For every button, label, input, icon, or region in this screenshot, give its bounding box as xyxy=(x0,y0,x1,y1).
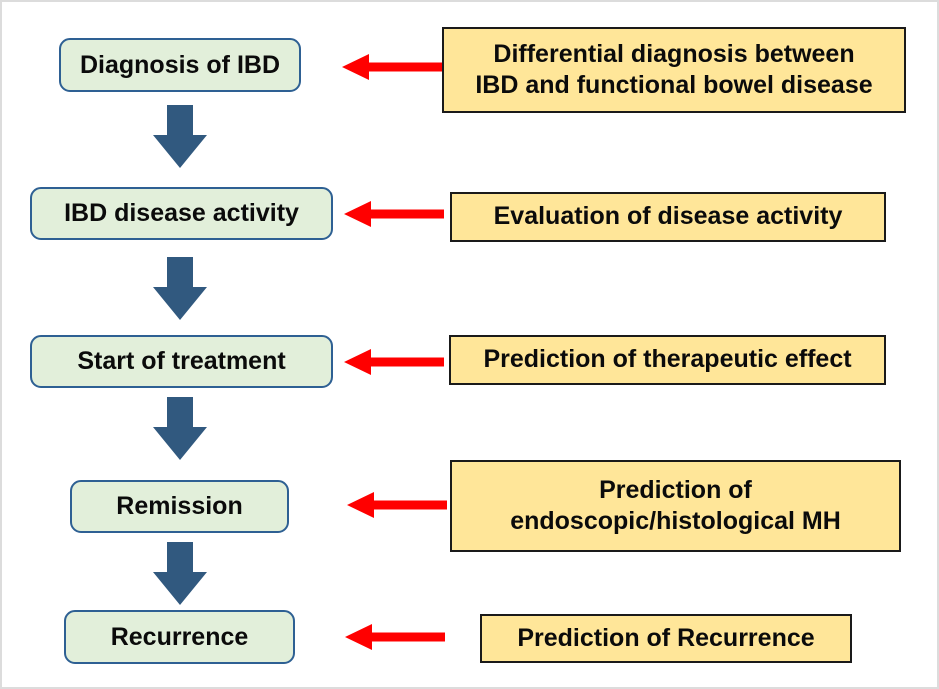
annotation-line: IBD and functional bowel disease xyxy=(475,71,873,99)
left-arrow-icon xyxy=(345,624,445,650)
stage-box-remission: Remission xyxy=(70,480,289,533)
left-arrow-icon xyxy=(342,54,442,80)
stage-box-ibd-disease-activity: IBD disease activity xyxy=(30,187,333,240)
stage-box-start-of-treatment: Start of treatment xyxy=(30,335,333,388)
annotation-box-differential-diagnosis: Differential diagnosis between IBD and f… xyxy=(442,27,906,113)
stage-label: Remission xyxy=(116,492,243,520)
stage-box-recurrence: Recurrence xyxy=(64,610,295,664)
annotation-box-prediction-of-recurrence: Prediction of Recurrence xyxy=(480,614,852,663)
stage-label: Recurrence xyxy=(110,622,249,651)
annotation-line: Prediction of xyxy=(599,475,752,504)
down-arrow-icon xyxy=(153,105,207,168)
stage-label: IBD disease activity xyxy=(64,199,299,227)
stage-label: Start of treatment xyxy=(77,347,286,375)
left-arrow-icon xyxy=(347,492,447,518)
annotation-box-prediction-of-mucosal-healing: Prediction of endoscopic/histological MH xyxy=(450,460,901,552)
down-arrow-icon xyxy=(153,397,207,460)
stage-box-diagnosis-of-ibd: Diagnosis of IBD xyxy=(59,38,301,92)
stage-label: Diagnosis of IBD xyxy=(79,50,280,79)
down-arrow-icon xyxy=(153,542,207,605)
left-arrow-icon xyxy=(344,349,444,375)
annotation-line: Prediction of therapeutic effect xyxy=(483,345,852,374)
annotation-line: endoscopic/histological MH xyxy=(510,507,841,535)
down-arrow-icon xyxy=(153,257,207,320)
annotation-line: Evaluation of disease activity xyxy=(493,202,843,231)
annotation-line: Prediction of Recurrence xyxy=(517,623,815,652)
annotation-box-prediction-of-therapeutic-effect: Prediction of therapeutic effect xyxy=(449,335,886,385)
left-arrow-icon xyxy=(344,201,444,227)
annotation-box-evaluation-of-disease-activity: Evaluation of disease activity xyxy=(450,192,886,242)
annotation-line: Differential diagnosis between xyxy=(493,39,855,68)
